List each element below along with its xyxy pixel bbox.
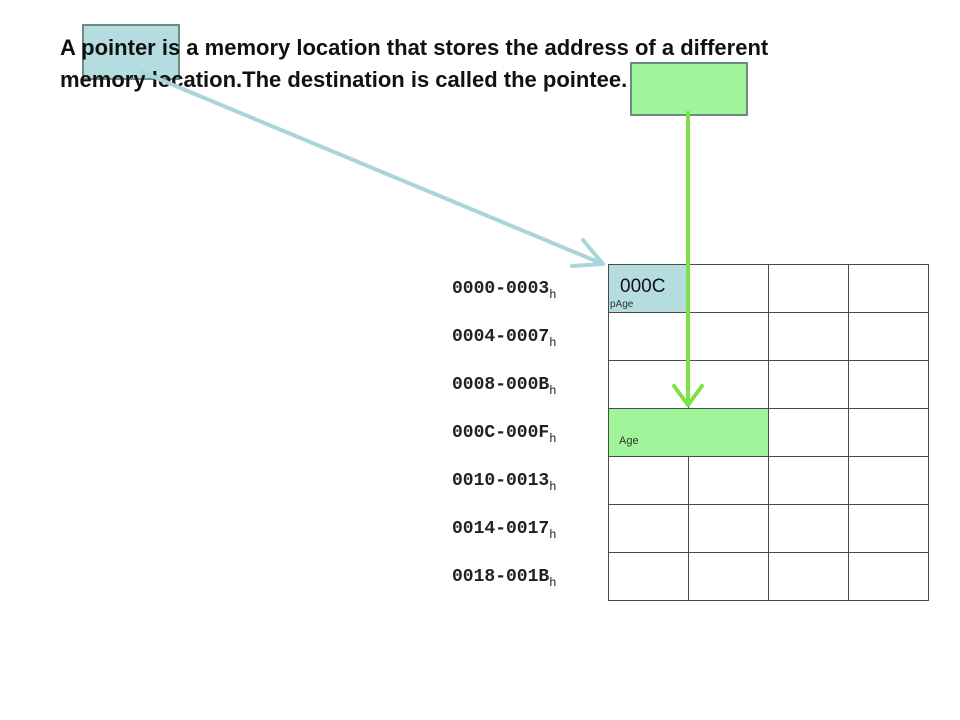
pointee-variable-label: Age xyxy=(619,435,639,447)
hex-suffix: h xyxy=(549,432,557,446)
address-range: 0000-0003 xyxy=(452,279,550,299)
hex-suffix: h xyxy=(549,576,557,590)
hex-suffix: h xyxy=(549,384,557,398)
pointee-word-highlight xyxy=(630,62,748,116)
address-label: 0010-0013h xyxy=(452,470,602,498)
hex-suffix: h xyxy=(549,528,557,542)
address-range: 0010-0013 xyxy=(452,471,550,491)
address-range: 000C-000F xyxy=(452,423,550,443)
pointer-word-highlight xyxy=(82,24,180,80)
hex-suffix: h xyxy=(549,288,557,302)
pointer-variable-label: pAge xyxy=(610,299,634,310)
address-range: 0008-000B xyxy=(452,375,550,395)
address-range: 0018-001B xyxy=(452,567,550,587)
hex-suffix: h xyxy=(549,336,557,350)
address-label: 0018-001Bh xyxy=(452,566,602,594)
definition-line-2: memory location.The destination is calle… xyxy=(60,67,628,92)
definition-text: A pointer is a memory location that stor… xyxy=(60,32,940,96)
address-label: 0014-0017h xyxy=(452,518,602,546)
pointer-arrow xyxy=(140,70,605,268)
address-label: 0008-000Bh xyxy=(452,374,602,402)
pointee-cell xyxy=(608,408,769,457)
pointer-value: 000C xyxy=(620,276,666,297)
address-range: 0004-0007 xyxy=(452,327,550,347)
definition-line-1: A pointer is a memory location that stor… xyxy=(60,35,769,60)
address-label: 0004-0007h xyxy=(452,326,602,354)
address-label: 000C-000Fh xyxy=(452,422,602,450)
address-range: 0014-0017 xyxy=(452,519,550,539)
pointee-arrow xyxy=(672,111,704,407)
memory-cell xyxy=(848,552,929,601)
pointer-cell xyxy=(608,264,689,313)
hex-suffix: h xyxy=(549,480,557,494)
address-label: 0000-0003h xyxy=(452,278,602,306)
